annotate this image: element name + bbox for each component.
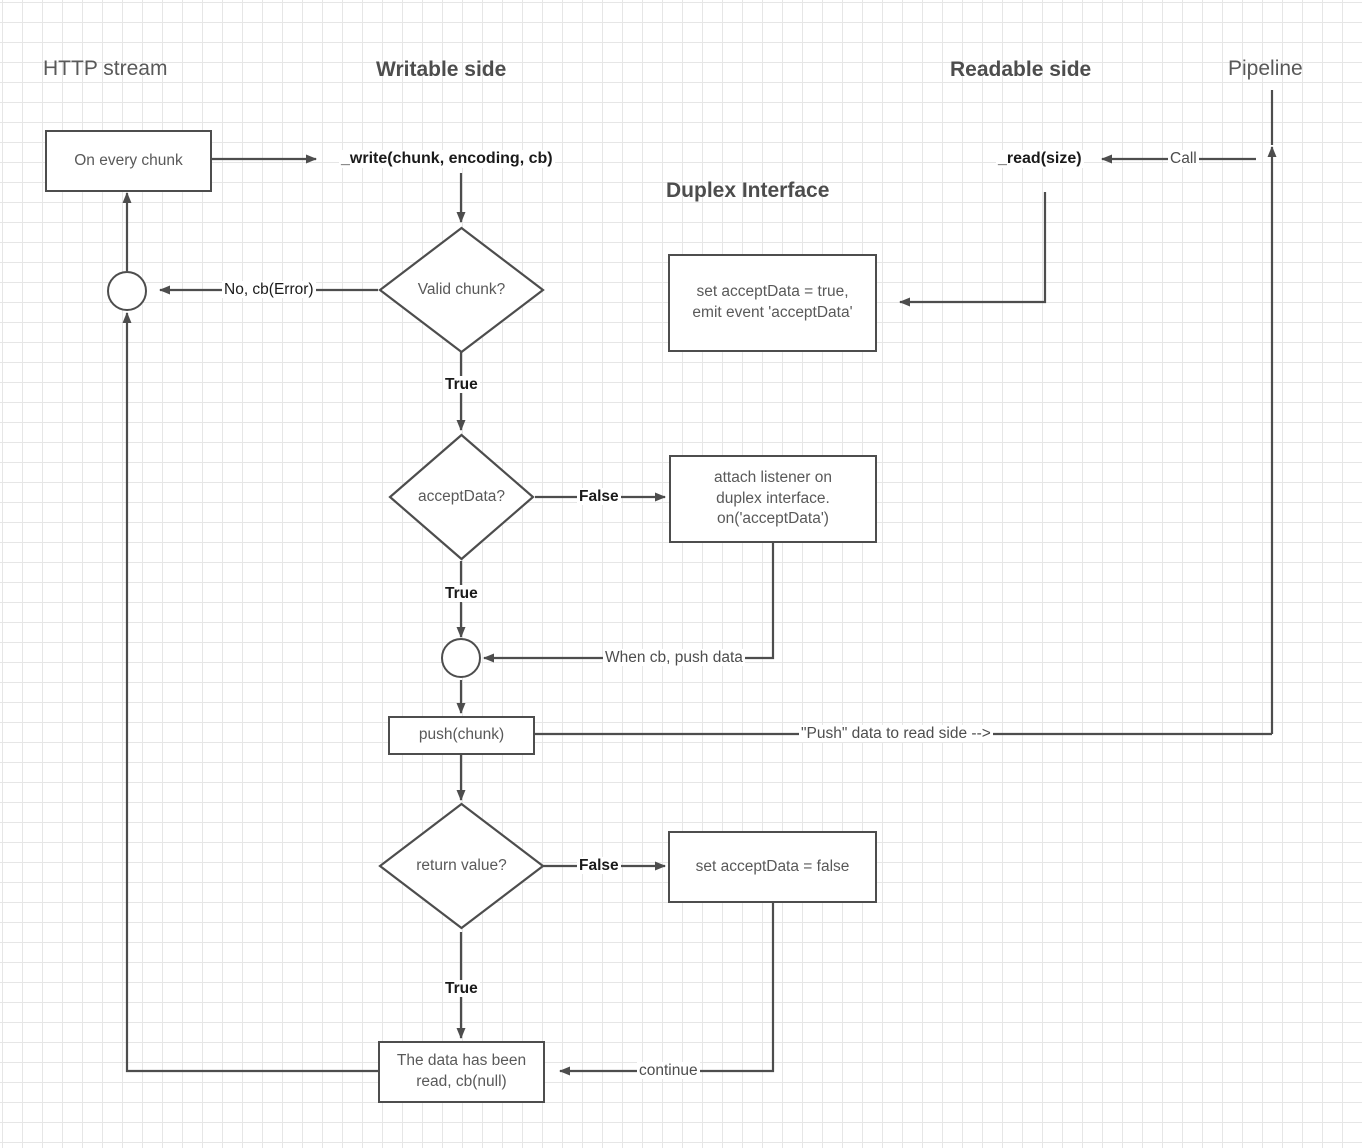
- wire-dataread-to-junction: [122, 312, 378, 1073]
- decision-valid-chunk-label: Valid chunk?: [417, 281, 506, 298]
- node-push-chunk[interactable]: push(chunk): [388, 716, 535, 755]
- node-set-accept-data-false[interactable]: set acceptData = false: [668, 831, 877, 903]
- title-http-stream: HTTP stream: [43, 57, 168, 80]
- wire-listener-to-junction2: [483, 543, 775, 663]
- wire-setfalse-to-dataread: [559, 903, 775, 1076]
- edge-label-return-false: False: [577, 857, 621, 874]
- edge-label-accept-true: True: [443, 585, 480, 602]
- wire-read-to-setaccepttrue: [899, 192, 1047, 307]
- edge-label-continue: continue: [637, 1062, 700, 1079]
- edge-label-call: Call: [1168, 150, 1199, 167]
- node-set-accept-data-true[interactable]: set acceptData = true, emit event 'accep…: [668, 254, 877, 352]
- decision-valid-chunk[interactable]: Valid chunk?: [378, 226, 545, 354]
- diamond-shape: [388, 433, 535, 561]
- diamond-shape: [378, 802, 545, 930]
- label-write-method: _write(chunk, encoding, cb): [339, 150, 555, 168]
- node-set-accept-data-true-label: set acceptData = true, emit event 'accep…: [692, 283, 853, 321]
- junction-error-merge: [107, 271, 147, 311]
- title-duplex-interface: Duplex Interface: [666, 179, 830, 202]
- title-readable-side: Readable side: [950, 58, 1092, 81]
- title-pipeline: Pipeline: [1228, 57, 1303, 80]
- node-data-has-been-read-label: The data has been read, cb(null): [396, 1052, 527, 1090]
- edge-label-valid-true: True: [443, 376, 480, 393]
- decision-return-value-label: return value?: [416, 857, 507, 874]
- edge-label-return-true: True: [443, 980, 480, 997]
- junction-push-merge: [441, 638, 481, 678]
- edge-label-when-cb-push-data: When cb, push data: [603, 649, 745, 666]
- label-read-method: _read(size): [996, 150, 1084, 168]
- edge-label-push-to-read-side: "Push" data to read side -->: [799, 725, 993, 742]
- decision-accept-data-label: acceptData?: [417, 488, 506, 505]
- node-attach-listener-label: attach listener on duplex interface. on(…: [713, 468, 833, 528]
- node-on-every-chunk[interactable]: On every chunk: [45, 130, 212, 192]
- title-writable-side: Writable side: [376, 58, 507, 81]
- decision-accept-data[interactable]: acceptData?: [388, 433, 535, 561]
- diamond-shape: [378, 226, 545, 354]
- node-attach-listener[interactable]: attach listener on duplex interface. on(…: [669, 455, 877, 543]
- edge-label-accept-false: False: [577, 488, 621, 505]
- node-data-has-been-read[interactable]: The data has been read, cb(null): [378, 1041, 545, 1103]
- decision-return-value[interactable]: return value?: [378, 802, 545, 930]
- edge-label-no-cb-error: No, cb(Error): [222, 281, 316, 298]
